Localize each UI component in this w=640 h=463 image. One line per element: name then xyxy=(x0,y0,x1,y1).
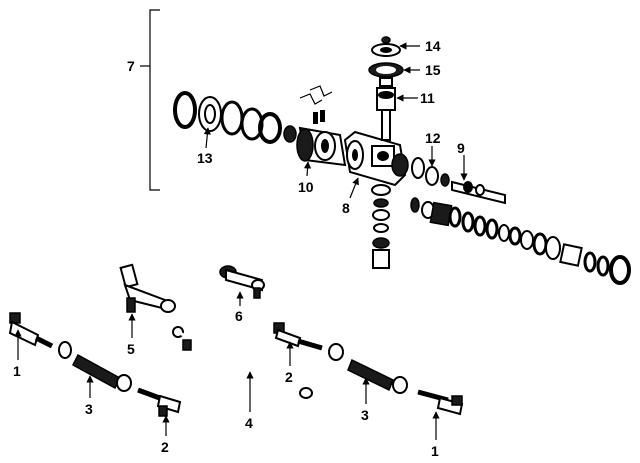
rack-piston xyxy=(296,126,347,167)
tie-rod-end-left xyxy=(8,312,54,349)
callout-2-bottom: 2 xyxy=(161,439,169,455)
callout-3-right: 3 xyxy=(361,407,369,423)
valve-assembly xyxy=(368,36,404,141)
center-link xyxy=(172,326,313,399)
callout-10: 10 xyxy=(298,179,314,195)
seal-kit xyxy=(173,91,297,144)
callout-3-left: 3 xyxy=(85,401,93,417)
callout-1-right: 1 xyxy=(431,443,439,459)
bracket-group-7 xyxy=(140,9,160,191)
pinion-shaft xyxy=(411,157,506,205)
callout-2-middle: 2 xyxy=(285,369,293,385)
callout-14: 14 xyxy=(425,38,441,54)
callout-9: 9 xyxy=(457,140,465,156)
callouts: 7 14 15 11 12 9 13 10 8 5 6 1 3 2 4 2 3 … xyxy=(13,38,465,459)
sector-shaft-seals xyxy=(371,184,391,269)
adjuster-sleeve-left xyxy=(58,341,132,392)
callout-1-left: 1 xyxy=(13,363,21,379)
adjuster-sleeve-right xyxy=(347,358,408,394)
rack-seal-chain xyxy=(410,197,631,285)
callout-13: 13 xyxy=(197,150,213,166)
callout-8: 8 xyxy=(342,200,350,216)
retaining-clips xyxy=(299,85,333,124)
tie-rod-end-right-outer xyxy=(417,389,464,416)
callout-6: 6 xyxy=(235,308,243,324)
pitman-arm xyxy=(119,263,176,313)
leader-lines xyxy=(14,42,468,440)
callout-7: 7 xyxy=(127,58,135,74)
tie-rod-end-right-inner xyxy=(273,322,344,361)
idler-arm xyxy=(219,265,265,299)
gear-housing xyxy=(343,130,409,187)
callout-12: 12 xyxy=(425,130,441,146)
callout-11: 11 xyxy=(420,90,435,106)
inner-tie-rod-left xyxy=(137,387,182,417)
callout-15: 15 xyxy=(425,62,441,78)
callout-4: 4 xyxy=(245,415,253,431)
callout-5: 5 xyxy=(127,341,135,357)
